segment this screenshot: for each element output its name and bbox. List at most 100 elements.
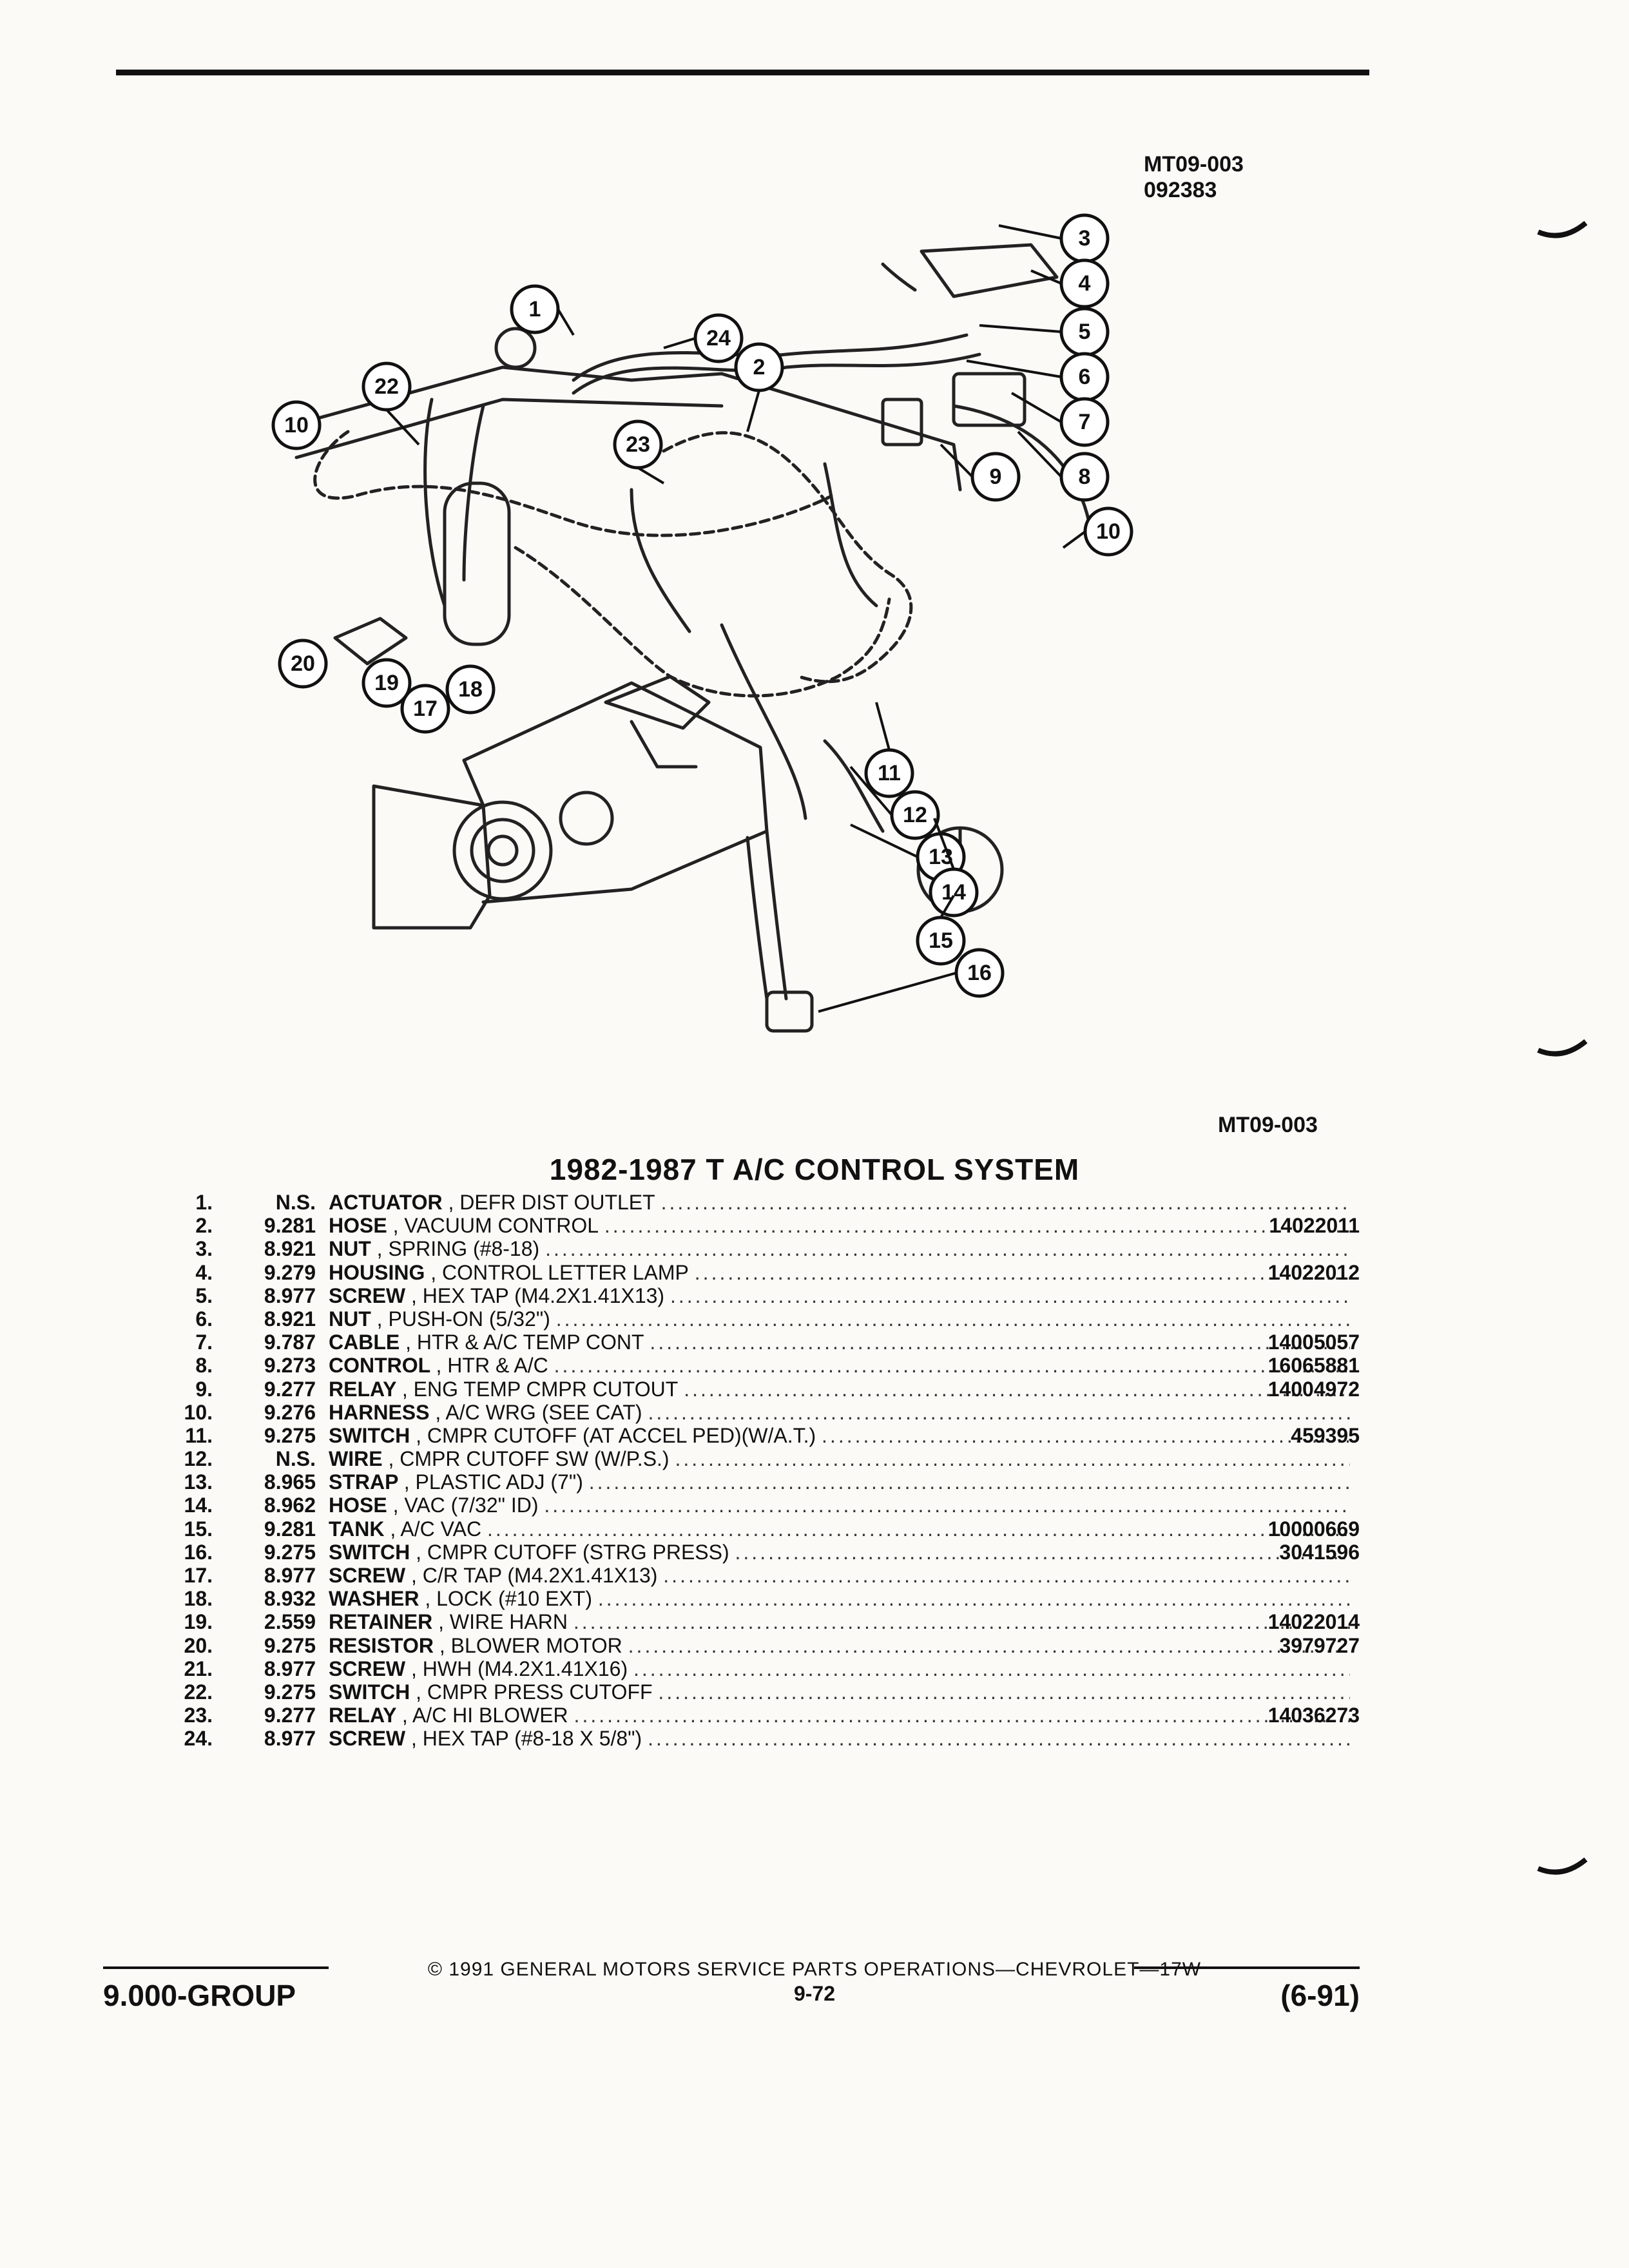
part-detail: , CMPR PRESS CUTOFF: [416, 1680, 653, 1704]
callout-2: 2: [753, 355, 766, 380]
leader-dots: ........................................…: [684, 1377, 1350, 1401]
part-group: 9.275: [264, 1540, 316, 1564]
part-name: SWITCH: [329, 1540, 410, 1564]
leader-dots: ........................................…: [822, 1423, 1350, 1447]
leader-dots: ........................................…: [588, 1470, 1350, 1494]
leader-dots: ........................................…: [648, 1727, 1350, 1751]
part-group: 9.281: [264, 1214, 316, 1238]
leader-dots: ........................................…: [597, 1587, 1350, 1611]
parts-list: 1.N.S.ACTUATOR , DEFR DIST OUTLET ......…: [129, 1191, 1392, 1751]
part-name: RELAY: [329, 1377, 396, 1401]
part-group: 8.977: [264, 1564, 316, 1587]
part-description: HOSE , VAC (7/32" ID) ..................…: [329, 1494, 1350, 1517]
part-group: 9.277: [264, 1377, 316, 1401]
part-name: HARNESS: [329, 1400, 430, 1424]
parts-diagram: 1 2 3 4 5 6 7 8 9 10 11 12 13 14 15 16 1…: [271, 213, 1133, 1033]
leader-dots: ........................................…: [628, 1633, 1350, 1657]
part-description: RELAY , A/C HI BLOWER ..................…: [329, 1704, 1350, 1727]
callout-10: 10: [1096, 519, 1121, 544]
leader-dots: ........................................…: [663, 1564, 1350, 1587]
callout-9: 9: [990, 465, 1002, 489]
part-detail: , PLASTIC ADJ (7"): [403, 1470, 583, 1494]
callout-3: 3: [1079, 226, 1091, 251]
footer-rule-right: [1134, 1966, 1360, 1969]
leader-dots: ........................................…: [675, 1447, 1350, 1471]
part-name: STRAP: [329, 1470, 398, 1494]
part-description: SCREW , HWH (M4.2X1.41X16) .............…: [329, 1657, 1350, 1680]
part-index: 21.: [184, 1657, 213, 1680]
part-description: HOUSING , CONTROL LETTER LAMP ..........…: [329, 1261, 1350, 1284]
part-index: 12.: [184, 1447, 213, 1471]
leader-dots: ........................................…: [660, 1191, 1350, 1214]
leader-dots: ........................................…: [694, 1260, 1350, 1284]
part-group: 8.921: [264, 1237, 316, 1261]
part-detail: , HEX TAP (M4.2X1.41X13): [411, 1283, 665, 1307]
part-detail: , VACUUM CONTROL: [392, 1214, 599, 1238]
part-index: 23.: [184, 1704, 213, 1727]
part-group: 8.965: [264, 1470, 316, 1494]
part-name: SWITCH: [329, 1680, 410, 1704]
part-index: 7.: [195, 1331, 213, 1354]
part-description: ACTUATOR , DEFR DIST OUTLET ............…: [329, 1191, 1350, 1214]
part-description: NUT , PUSH-ON (5/32") ..................…: [329, 1307, 1350, 1331]
leader-dots: ........................................…: [648, 1400, 1350, 1424]
part-name: SCREW: [329, 1727, 406, 1751]
part-index: 16.: [184, 1540, 213, 1564]
leader-dots: ........................................…: [670, 1283, 1350, 1307]
punch-mark-3: [1537, 1857, 1588, 1875]
callout-23: 23: [626, 432, 650, 457]
part-description: SWITCH , CMPR PRESS CUTOFF .............…: [329, 1680, 1350, 1704]
part-detail: , A/C VAC: [390, 1517, 482, 1541]
leader-dots: ........................................…: [633, 1657, 1350, 1680]
part-name: ACTUATOR: [329, 1191, 443, 1214]
part-detail: , SPRING (#8-18): [376, 1237, 540, 1261]
part-group: 9.279: [264, 1260, 316, 1284]
footer-date: (6-91): [1280, 1979, 1360, 2012]
part-number: 14005057: [1268, 1331, 1360, 1354]
part-name: RETAINER: [329, 1610, 433, 1634]
leader-dots: ........................................…: [555, 1307, 1350, 1331]
part-description: HARNESS , A/C WRG (SEE CAT) ............…: [329, 1401, 1350, 1424]
header-rule: [116, 70, 1369, 75]
part-index: 1.: [195, 1191, 213, 1214]
figure-code-bottom: MT09-003: [1218, 1113, 1318, 1137]
part-description: HOSE , VACUUM CONTROL ..................…: [329, 1214, 1350, 1237]
part-number: 3041596: [1279, 1540, 1360, 1564]
leader-dots: ........................................…: [658, 1680, 1350, 1704]
part-group: 9.276: [264, 1400, 316, 1424]
part-detail: , BLOWER MOTOR: [439, 1633, 622, 1657]
leader-dots: ........................................…: [650, 1331, 1350, 1354]
page-number: 9-72: [793, 1982, 836, 2005]
part-detail: , LOCK (#10 EXT): [425, 1587, 592, 1611]
part-detail: , A/C HI BLOWER: [401, 1704, 568, 1727]
figure-date: 092383: [1144, 178, 1217, 202]
part-detail: , CMPR CUTOFF (AT ACCEL PED)(W/A.T.): [416, 1423, 816, 1447]
page-title: 1982-1987 T A/C CONTROL SYSTEM: [549, 1153, 1080, 1186]
part-name: NUT: [329, 1307, 371, 1331]
part-group: 9.275: [264, 1633, 316, 1657]
part-name: HOUSING: [329, 1260, 425, 1284]
part-group: 8.932: [264, 1587, 316, 1611]
part-name: TANK: [329, 1517, 385, 1541]
part-number: 14022011: [1269, 1214, 1360, 1238]
callout-7: 7: [1079, 410, 1091, 434]
part-description: SCREW , HEX TAP (M4.2X1.41X13) .........…: [329, 1284, 1350, 1307]
part-name: SCREW: [329, 1564, 406, 1587]
part-description: RESISTOR , BLOWER MOTOR ................…: [329, 1634, 1350, 1657]
part-description: SWITCH , CMPR CUTOFF (STRG PRESS) ......…: [329, 1541, 1350, 1564]
callout-16: 16: [967, 961, 992, 985]
callout-22: 22: [374, 374, 399, 399]
